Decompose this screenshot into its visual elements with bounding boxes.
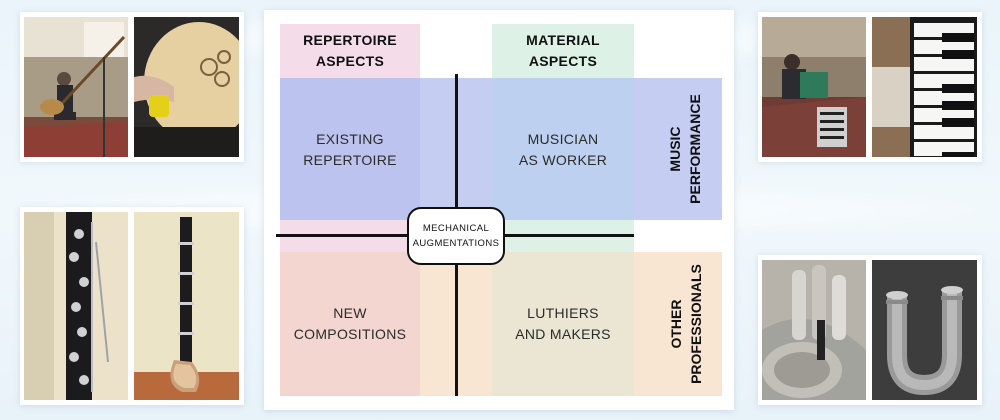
photo-card-bottom-left bbox=[20, 207, 244, 405]
music-performance-header: MUSIC PERFORMANCE bbox=[667, 94, 703, 204]
contrabass-clarinet-full-photo bbox=[134, 212, 239, 400]
photo-card-top-left bbox=[20, 12, 244, 162]
lute-closeup-photo bbox=[134, 17, 239, 157]
existing-repertoire-label: EXISTING REPERTOIRE bbox=[303, 131, 397, 168]
other-professionals-header: OTHER PROFESSIONALS bbox=[668, 264, 704, 384]
mechanical-augmentations-node: MECHANICAL AUGMENTATIONS bbox=[407, 207, 505, 265]
repertoire-aspects-header: REPERTOIRE ASPECTS bbox=[303, 32, 397, 69]
new-compositions-label: NEW COMPOSITIONS bbox=[293, 305, 407, 342]
mechanical-augmentations-diagram: REPERTOIRE ASPECTS MATERIAL ASPECTS MUSI… bbox=[264, 10, 734, 410]
accordion-player-photo bbox=[762, 17, 866, 157]
material-aspects-header: MATERIAL ASPECTS bbox=[526, 32, 600, 69]
intersection-repertoire-performance bbox=[280, 78, 420, 220]
accordion-keys-photo bbox=[872, 17, 977, 157]
intersection-material-professionals bbox=[492, 252, 634, 396]
photo-card-bottom-right bbox=[758, 255, 982, 405]
tube-3d-model-photo bbox=[872, 260, 977, 400]
musician-as-worker-label: MUSICIAN AS WORKER bbox=[518, 131, 608, 168]
euphonium-valves-photo bbox=[762, 260, 866, 400]
contrabass-clarinet-closeup-photo bbox=[24, 212, 128, 400]
luthiers-and-makers-label: LUTHIERS AND MAKERS bbox=[515, 305, 611, 342]
photo-card-top-right bbox=[758, 12, 982, 162]
intersection-material-performance bbox=[492, 78, 634, 220]
intersection-repertoire-professionals bbox=[280, 252, 420, 396]
theorbo-player-photo bbox=[24, 17, 128, 157]
